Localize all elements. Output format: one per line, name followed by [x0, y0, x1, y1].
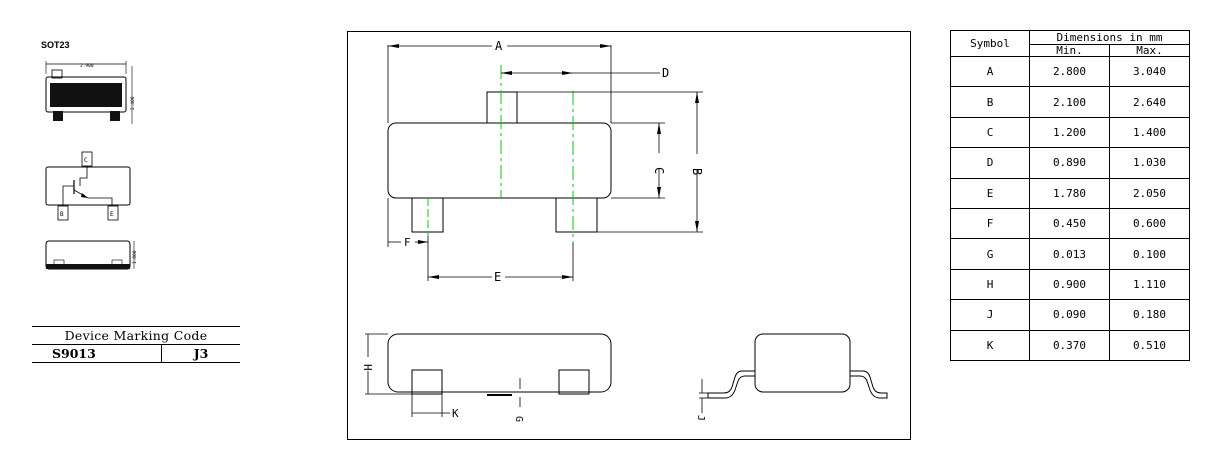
row-symbol: C [950, 116, 1030, 149]
package-dimension-drawing: A D C B F E [347, 31, 911, 440]
row-symbol: F [950, 207, 1030, 240]
dim-e-label: E [494, 270, 501, 284]
row-max: 1.110 [1109, 268, 1190, 301]
side-view [365, 333, 612, 417]
row-symbol: J [950, 299, 1030, 331]
dim-b [517, 91, 703, 233]
dim-c [611, 122, 665, 199]
row-min: 2.100 [1029, 86, 1110, 118]
dimensions-group-header: Dimensions in mm [1029, 30, 1190, 45]
dim-d-label: D [662, 66, 669, 80]
dim-a-label: A [495, 39, 503, 53]
row-min: 0.890 [1029, 147, 1110, 179]
small-top-height: 2.400 [130, 96, 136, 110]
row-max: 2.050 [1109, 177, 1190, 209]
small-side-height: 1.000 [132, 250, 138, 264]
dim-h-label: H [361, 364, 374, 371]
row-max: 2.640 [1109, 86, 1190, 118]
row-symbol: D [950, 147, 1030, 179]
small-schematic-view: C B E [45, 151, 131, 221]
row-symbol: K [950, 329, 1030, 361]
dim-j-label: J [695, 415, 706, 421]
package-title: SOT23 [41, 40, 70, 50]
row-min: 1.200 [1029, 116, 1110, 149]
row-max: 0.180 [1109, 299, 1190, 331]
end-view [699, 333, 888, 413]
top-view [387, 65, 612, 243]
dim-a [387, 44, 612, 123]
row-symbol: H [950, 268, 1030, 301]
small-side-view: 1.000 [45, 240, 138, 270]
marking-header: Device Marking Code [32, 326, 240, 345]
row-max: 3.040 [1109, 55, 1190, 88]
row-max: 1.400 [1109, 116, 1190, 149]
row-symbol: A [950, 55, 1030, 88]
dim-g-label: G [513, 416, 524, 422]
pin-e-label: E [110, 211, 114, 218]
row-max: 0.510 [1109, 329, 1190, 361]
row-max: 0.100 [1109, 238, 1190, 270]
row-min: 0.450 [1029, 207, 1110, 240]
pin-b-label: B [60, 211, 64, 218]
row-max: 1.030 [1109, 147, 1190, 179]
max-header: Max. [1109, 44, 1190, 57]
small-package-views: 2.900 2.400 C B E 1.000 [45, 61, 138, 270]
row-max: 0.600 [1109, 207, 1190, 240]
dim-f-label: F [404, 236, 411, 249]
marking-code-table: Device Marking Code S9013 J3 [32, 326, 240, 363]
row-min: 0.090 [1029, 299, 1110, 331]
min-header: Min. [1029, 44, 1110, 57]
pin-c-label: C [84, 157, 88, 164]
row-symbol: G [950, 238, 1030, 270]
small-top-view: 2.900 2.400 [45, 61, 136, 124]
dim-b-label: B [690, 168, 704, 175]
row-min: 2.800 [1029, 55, 1110, 88]
drawing-frame [347, 31, 911, 440]
dim-f [387, 198, 428, 247]
dim-d [501, 71, 660, 75]
row-symbol: E [950, 177, 1030, 209]
symbol-header: Symbol [950, 30, 1030, 57]
row-symbol: B [950, 86, 1030, 118]
row-min: 1.780 [1029, 177, 1110, 209]
row-min: 0.370 [1029, 329, 1110, 361]
marking-code: J3 [161, 344, 240, 363]
dim-c-label: C [652, 167, 666, 174]
row-min: 0.900 [1029, 268, 1110, 301]
dim-k-label: K [452, 407, 459, 420]
row-min: 0.013 [1029, 238, 1110, 270]
small-top-width: 2.900 [80, 63, 94, 69]
dim-e [427, 236, 574, 281]
marking-device: S9013 [32, 344, 162, 363]
